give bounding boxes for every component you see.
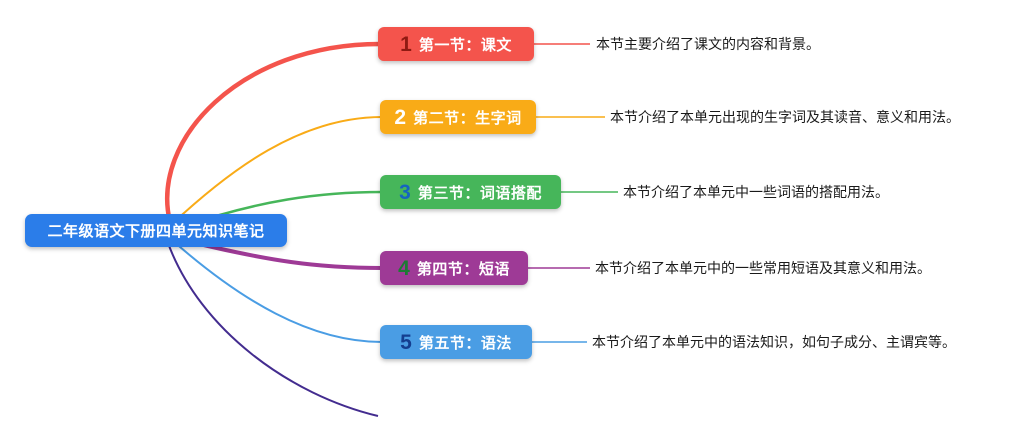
root-node[interactable]: 二年级语文下册四单元知识笔记 <box>25 214 287 247</box>
branch-label-3: 第三节：词语搭配 <box>417 184 542 202</box>
branch-number-5: 5 <box>400 330 412 354</box>
branch-curve-5 <box>171 239 383 343</box>
branch-description-3: 本节介绍了本单元中一些词语的搭配用法。 <box>623 184 889 200</box>
branch-node-1[interactable]: 1 第一节：课文 <box>378 27 534 61</box>
branch-description-1: 本节主要介绍了课文的内容和背景。 <box>596 36 820 52</box>
branch-number-4: 4 <box>398 256 410 280</box>
branch-node-3[interactable]: 3 第三节：词语搭配 <box>380 175 561 209</box>
branch-curve-2 <box>171 116 383 225</box>
branch-number-2: 2 <box>394 105 407 129</box>
branch-label-1: 第一节：课文 <box>418 36 512 54</box>
branch-description-4: 本节介绍了本单元中的一些常用短语及其意义和用法。 <box>595 260 931 276</box>
branch-node-5[interactable]: 5 第五节：语法 <box>380 325 532 359</box>
root-label: 二年级语文下册四单元知识笔记 <box>47 223 265 240</box>
branch-label-4: 第四节：短语 <box>416 260 510 278</box>
branch-node-4[interactable]: 4 第四节：短语 <box>380 251 528 285</box>
branch-label-2: 第二节：生字词 <box>413 109 522 127</box>
branch-description-5: 本节介绍了本单元中的语法知识，如句子成分、主谓宾等。 <box>592 334 956 350</box>
branch-node-2[interactable]: 2 第二节：生字词 <box>380 100 536 134</box>
branch-description-2: 本节介绍了本单元出现的生字词及其读音、意义和用法。 <box>610 109 960 125</box>
branch-label-5: 第五节：语法 <box>418 334 512 352</box>
extra-branch-curve <box>167 242 379 417</box>
branch-curve-1 <box>165 41 381 223</box>
branch-number-3: 3 <box>399 180 411 204</box>
branch-number-1: 1 <box>400 32 412 56</box>
